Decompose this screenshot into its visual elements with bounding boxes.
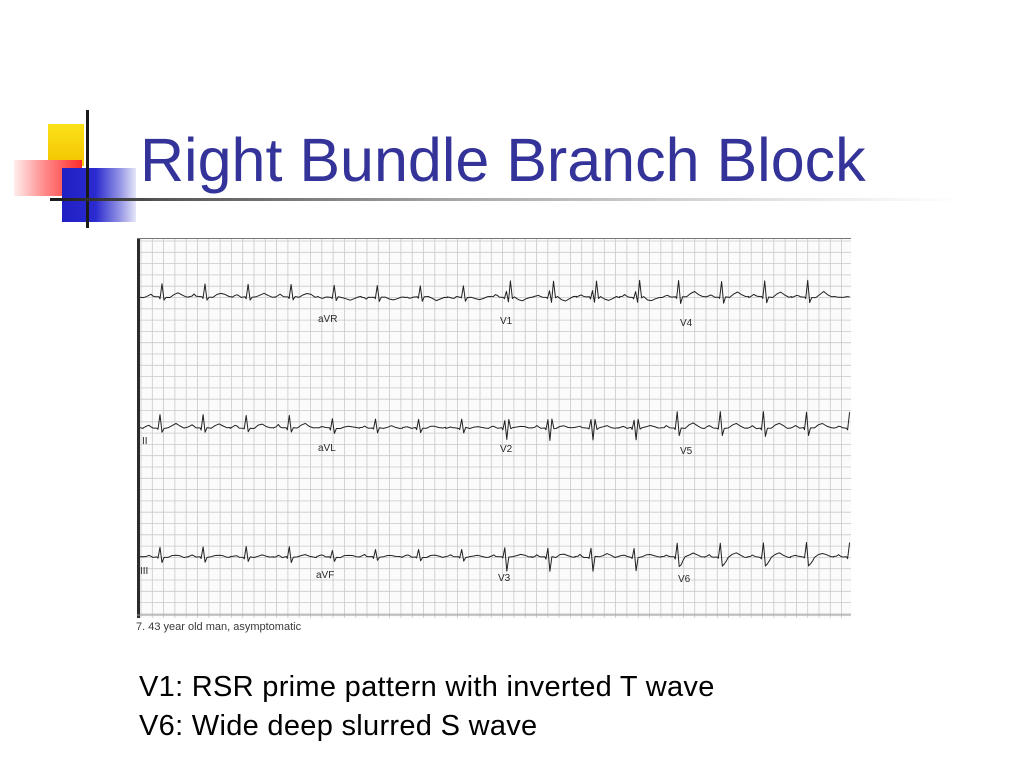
lead-label-avl: aVL xyxy=(318,443,336,454)
vertical-rule-decoration xyxy=(86,110,89,228)
ecg-strip: aVR V1 V4 II aVL V2 V5 III aVF V3 V6 xyxy=(137,238,851,618)
note-v6: V6: Wide deep slurred S wave xyxy=(139,710,538,742)
ecg-trace-row-3 xyxy=(139,542,851,572)
ecg-caption: 7. 43 year old man, asymptomatic xyxy=(136,621,302,633)
lead-label-v6: V6 xyxy=(678,574,691,585)
lead-label-avr: aVR xyxy=(318,314,337,325)
lead-label-v2: V2 xyxy=(500,444,513,455)
lead-label-ii: II xyxy=(142,436,148,447)
lead-label-v4: V4 xyxy=(680,318,693,329)
ecg-image: aVR V1 V4 II aVL V2 V5 III aVF V3 V6 xyxy=(137,238,851,618)
lead-label-iii: III xyxy=(140,566,148,577)
lead-label-v3: V3 xyxy=(498,573,511,584)
slide-title: Right Bundle Branch Block xyxy=(140,126,866,194)
lead-label-v1: V1 xyxy=(500,316,513,327)
ecg-trace-row-2 xyxy=(139,411,851,441)
ecg-trace-row-1 xyxy=(139,279,850,304)
note-v1: V1: RSR prime pattern with inverted T wa… xyxy=(139,671,715,703)
notes-list: V1: RSR prime pattern with inverted T wa… xyxy=(139,668,715,746)
horizontal-rule-decoration xyxy=(50,198,962,201)
blue-square-decoration xyxy=(62,168,136,222)
ecg-traces xyxy=(139,279,851,572)
yellow-square-decoration xyxy=(48,124,84,166)
lead-label-v5: V5 xyxy=(680,446,693,457)
lead-label-avf: aVF xyxy=(316,570,334,581)
